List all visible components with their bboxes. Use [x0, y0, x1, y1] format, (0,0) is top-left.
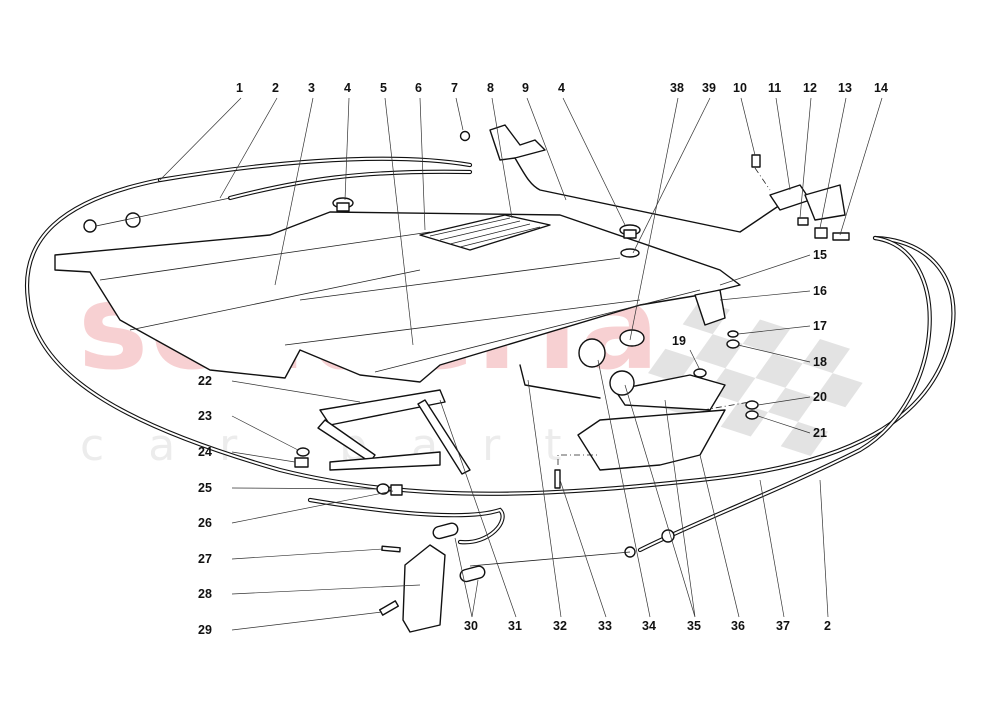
- callout-26: 26: [198, 516, 212, 530]
- callout-11: 11: [768, 81, 781, 95]
- callout-20: 20: [813, 390, 827, 404]
- callout-9: 9: [522, 81, 529, 95]
- callout-39: 39: [702, 81, 716, 95]
- callout-23: 23: [198, 409, 212, 423]
- callout-8: 8: [487, 81, 494, 95]
- hinge-bracket: [459, 124, 781, 233]
- callout-21: 21: [813, 426, 827, 440]
- actuators: [578, 329, 645, 396]
- callout-14: 14: [874, 81, 888, 95]
- reservoir-tray: [577, 409, 726, 471]
- callout-4-right: 4: [558, 81, 565, 95]
- callout-25: 25: [198, 481, 212, 495]
- callout-6: 6: [415, 81, 422, 95]
- leader-lines: [159, 97, 883, 631]
- callouts-top: 1 2 3 4 5 6 7 8 9 4 38 39 10 11 12 13 14: [236, 81, 888, 95]
- grommets: [332, 197, 641, 258]
- callout-33: 33: [598, 619, 612, 633]
- callouts-left: 22 23 24 25 26 27 28 29: [198, 374, 212, 637]
- callout-15: 15: [813, 248, 827, 262]
- callout-3: 3: [308, 81, 315, 95]
- screws: [554, 167, 771, 489]
- callout-16: 16: [813, 284, 827, 298]
- callout-32: 32: [553, 619, 567, 633]
- callout-34: 34: [642, 619, 656, 633]
- callouts-bottom: 30 31 32 33 34 35 36 37 2: [464, 619, 831, 633]
- release-handle: [307, 497, 631, 633]
- callout-2-bottom: 2: [824, 619, 831, 633]
- release-cable-loop: [24, 156, 956, 496]
- callout-13: 13: [838, 81, 852, 95]
- callout-12: 12: [803, 81, 817, 95]
- callout-24: 24: [198, 445, 212, 459]
- callout-5: 5: [380, 81, 387, 95]
- callout-38: 38: [670, 81, 684, 95]
- latch-assembly: [751, 154, 850, 241]
- callout-29: 29: [198, 623, 212, 637]
- callout-4: 4: [344, 81, 351, 95]
- callout-37: 37: [776, 619, 790, 633]
- callout-10: 10: [733, 81, 747, 95]
- callout-17: 17: [813, 319, 827, 333]
- callout-22: 22: [198, 374, 212, 388]
- callout-27: 27: [198, 552, 212, 566]
- callout-7: 7: [451, 81, 458, 95]
- support-plate: [614, 368, 759, 420]
- callouts-right: 15 16 17 18 19 20 21: [672, 248, 827, 440]
- callout-36: 36: [731, 619, 745, 633]
- callout-35: 35: [687, 619, 701, 633]
- callout-30: 30: [464, 619, 478, 633]
- vent-grille: [419, 214, 551, 251]
- callout-18: 18: [813, 355, 827, 369]
- callout-31: 31: [508, 619, 522, 633]
- callout-2: 2: [272, 81, 279, 95]
- hinge-strut-assembly: [294, 389, 471, 496]
- callout-28: 28: [198, 587, 212, 601]
- callout-1: 1: [236, 81, 243, 95]
- tube: [519, 364, 601, 399]
- engine-lid-panel: [54, 211, 741, 383]
- mount-bracket: [694, 289, 740, 349]
- callout-19: 19: [672, 334, 686, 348]
